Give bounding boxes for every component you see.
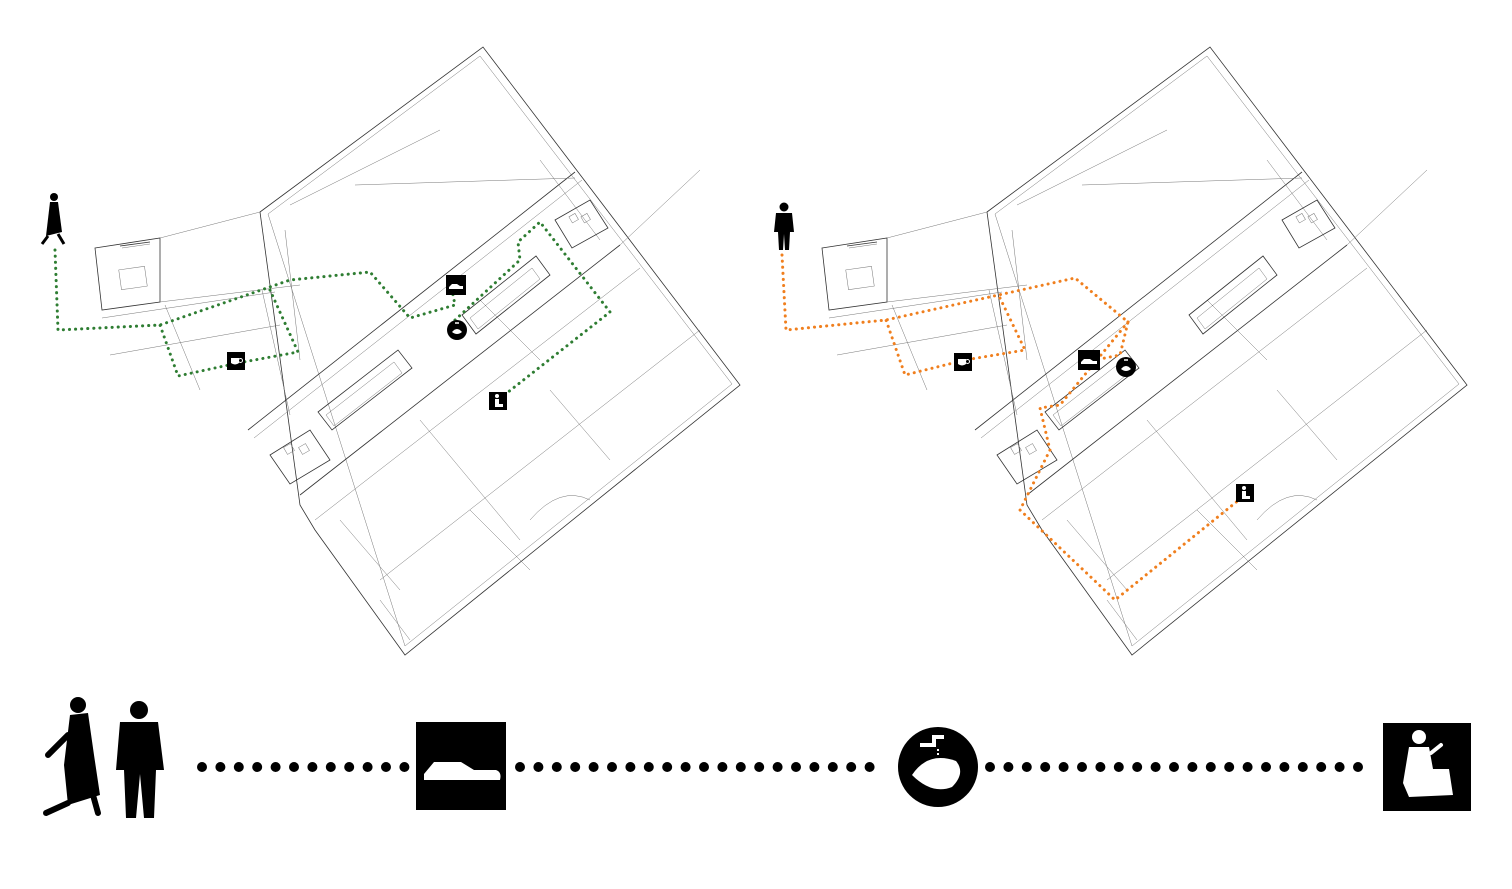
sequence-dot [588, 762, 599, 772]
hand-washing-icon [1116, 357, 1136, 377]
floor-plan-women [53, 46, 741, 656]
sequence-dot [1334, 762, 1345, 772]
person-praying-icon [489, 392, 507, 410]
sequence-dot [215, 762, 226, 772]
sequence-dot [1224, 762, 1235, 772]
sequence-dot [1242, 762, 1253, 772]
sequence-dot [1261, 762, 1271, 772]
shoe-icon [1078, 350, 1100, 370]
sequence-dot [1316, 762, 1327, 772]
sequence-dot [233, 762, 244, 772]
sequence-dot [1205, 762, 1216, 772]
sequence-dot [1150, 762, 1161, 772]
sequence-dot [399, 762, 410, 772]
sequence-dot [1003, 762, 1014, 772]
sequence-dot [643, 762, 654, 772]
sequence-dot [607, 762, 617, 772]
sequence-dot [735, 762, 746, 772]
floor-plan-men [780, 46, 1468, 656]
sequence-dot [515, 762, 525, 772]
sequence-dot [551, 762, 562, 772]
sequence-dot [533, 762, 544, 772]
sequence-dot [864, 762, 875, 772]
sequence-dotted-line [197, 762, 1363, 772]
sequence-person-praying-icon [1383, 723, 1471, 811]
sequence-dot [1095, 762, 1106, 772]
sequence-dot [662, 762, 673, 772]
sequence-dot [772, 762, 783, 772]
sequence-dot [344, 762, 355, 772]
sequence-dot [381, 762, 391, 772]
sequence-dot [325, 762, 336, 772]
sequence-dot [985, 762, 995, 772]
sequence-dot [197, 762, 207, 772]
plan-outline [94, 46, 741, 656]
sequence-dot [1169, 762, 1179, 772]
route-men [780, 253, 1247, 602]
sequence-dot [570, 762, 581, 772]
shoe-icon [446, 275, 466, 295]
sequence-dot [1077, 762, 1087, 772]
sequence-dot [1132, 762, 1143, 772]
sequence-dot [1113, 762, 1124, 772]
person-praying-icon [1236, 484, 1254, 502]
sequence-dot [680, 762, 691, 772]
map-icons [227, 275, 1254, 502]
tea-cup-icon [954, 353, 972, 371]
sequence-dot [289, 762, 299, 772]
sequence-dot [809, 762, 820, 772]
sequence-dot [791, 762, 801, 772]
sequence-woman-icon [43, 697, 101, 816]
sequence-dot [846, 762, 857, 772]
sequence-dot [827, 762, 838, 772]
sequence-dot [717, 762, 728, 772]
sequence-dot [362, 762, 373, 772]
sequence-dot [1353, 762, 1363, 772]
sequence-dot [252, 762, 263, 772]
sequence-dot [625, 762, 636, 772]
sequence-dot [699, 762, 709, 772]
sequence-dot [307, 762, 318, 772]
sequence-man-icon [116, 701, 164, 818]
sequence-dot [1021, 762, 1032, 772]
hand-washing-icon [447, 320, 467, 340]
sequence-dot [1040, 762, 1051, 772]
sequence-dot [1297, 762, 1308, 772]
sequence-dot [754, 762, 765, 772]
sequence-shoe-icon [416, 722, 506, 810]
woman-walking-icon [40, 193, 66, 245]
plan-outline [821, 46, 1468, 656]
sequence-dot [1187, 762, 1198, 772]
tea-cup-icon [227, 352, 245, 370]
sequence-dot [1279, 762, 1290, 772]
route-women [53, 219, 613, 402]
sequence-dot [1058, 762, 1069, 772]
man-walking-icon [774, 202, 794, 250]
sequence-hand-washing-icon [898, 727, 978, 807]
sequence-dot [270, 762, 281, 772]
